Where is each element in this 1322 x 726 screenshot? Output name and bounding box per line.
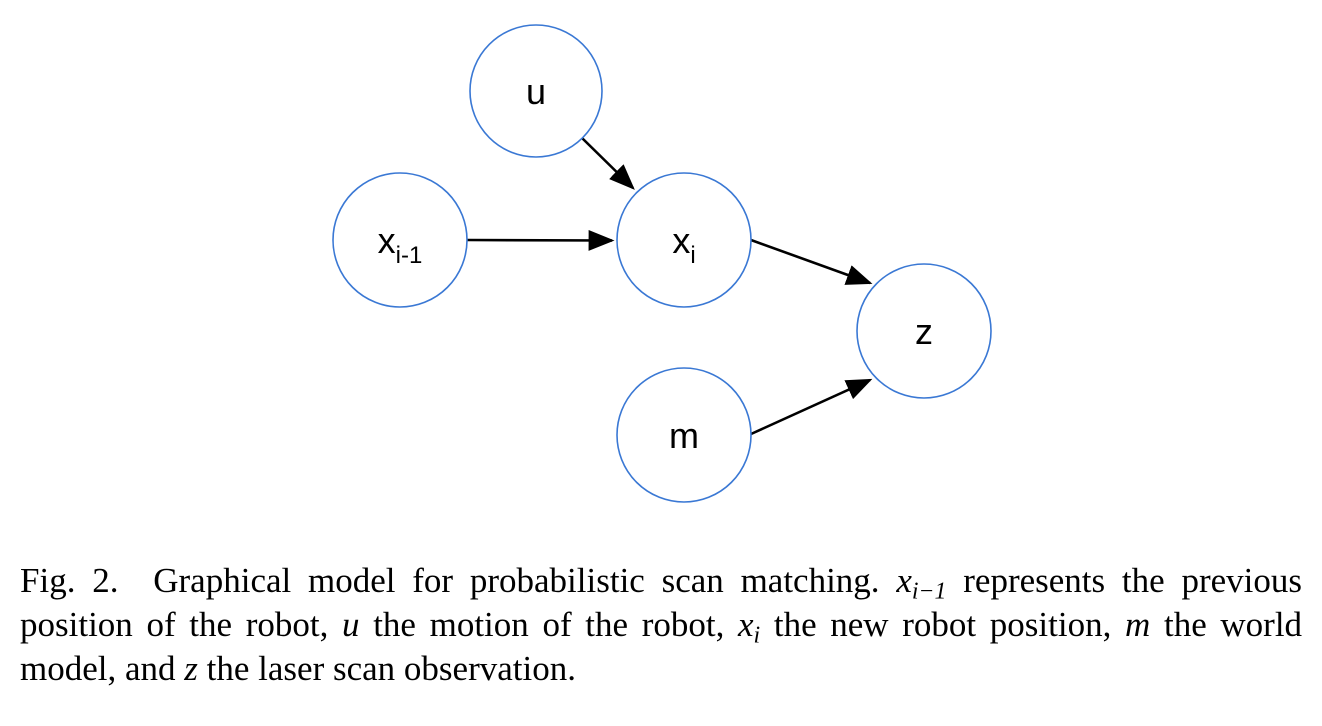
- edge-xprev-to-xi: [466, 230, 615, 251]
- node-x-prev-subscript: i-1: [396, 242, 423, 269]
- edge-xi-to-z: [750, 238, 873, 285]
- node-x-i-label: x: [672, 220, 690, 261]
- caption-text-3: the motion of the robot,: [373, 605, 725, 644]
- node-x-prev-label: x: [378, 220, 396, 261]
- var-x-i: xi: [738, 605, 761, 649]
- node-m-label: m: [669, 415, 699, 456]
- node-x-prev: xi-1: [332, 172, 468, 308]
- caption-text-1: Graphical model for probabilistic scan m…: [153, 561, 880, 600]
- figure-caption: Fig. 2. Graphical model for probabilisti…: [20, 559, 1302, 691]
- svg-text:z: z: [915, 311, 933, 352]
- node-u: u: [469, 24, 603, 158]
- svg-text:xi-1: xi-1: [378, 220, 423, 269]
- var-x-prev: xi−1: [896, 561, 947, 605]
- node-m: m: [616, 367, 752, 503]
- figure-number: Fig. 2.: [20, 561, 119, 600]
- node-x-i-subscript: i: [690, 242, 695, 269]
- svg-text:xi: xi: [672, 220, 695, 269]
- graphical-model-diagram: u xi-1 xi z m: [332, 24, 992, 503]
- svg-text:u: u: [526, 71, 546, 112]
- caption-text-6: the laser scan observation.: [206, 649, 576, 688]
- var-z: z: [184, 649, 198, 688]
- node-u-label: u: [526, 71, 546, 112]
- caption-text-5: the world model, and: [20, 605, 1303, 688]
- svg-text:m: m: [669, 415, 699, 456]
- caption-text-4: the new robot position,: [773, 605, 1112, 644]
- node-z: z: [856, 263, 992, 399]
- edge-u-to-xi: [581, 137, 635, 190]
- edge-m-to-z: [750, 378, 873, 436]
- caption-text-2: represents the previous position of the …: [20, 561, 1302, 644]
- node-z-label: z: [915, 311, 933, 352]
- var-x-i-subscript: i: [753, 622, 761, 649]
- var-u: u: [342, 605, 360, 644]
- node-x-i: xi: [616, 172, 752, 308]
- var-m: m: [1125, 605, 1151, 644]
- var-x-prev-subscript: i−1: [911, 578, 947, 605]
